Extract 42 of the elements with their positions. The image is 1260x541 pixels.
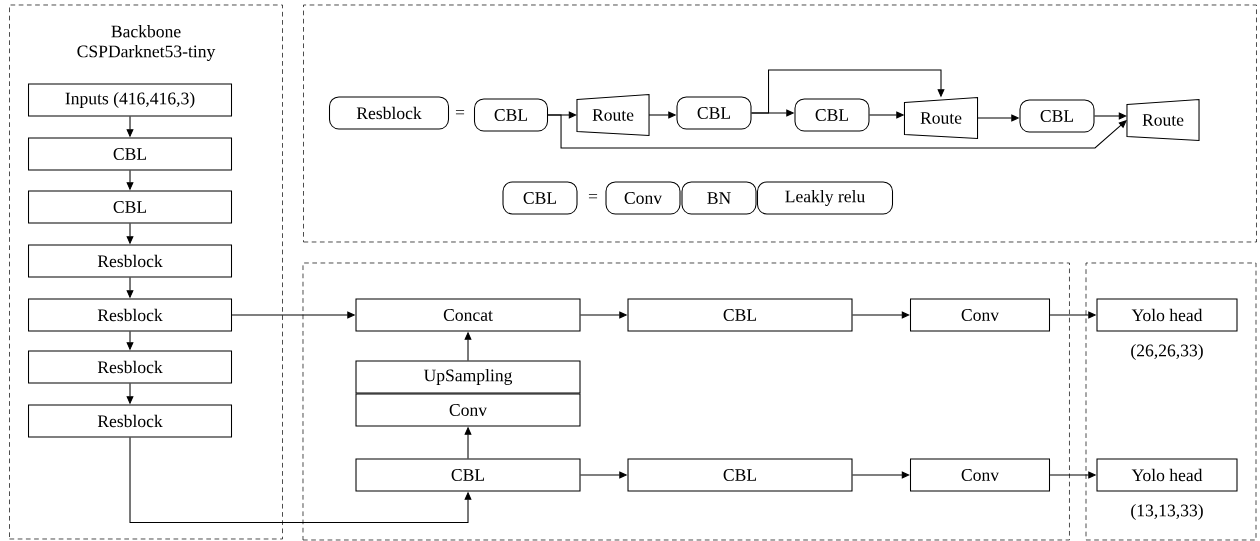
node-label: (13,13,33)	[1131, 504, 1203, 520]
block-box: CBL	[502, 181, 578, 215]
layer-box: Resblock	[28, 350, 233, 384]
equals-sign: =	[455, 110, 465, 115]
route-trapezoid: Route	[903, 96, 979, 140]
layer-box: Conv	[909, 458, 1051, 492]
arrow	[852, 311, 910, 319]
route-trapezoid: Route	[1126, 98, 1200, 142]
dashed-panel	[1085, 262, 1257, 541]
layer-box: Resblock	[28, 244, 233, 278]
layer-box: Inputs (416,416,3)	[28, 83, 233, 117]
block-box: CBL	[676, 96, 752, 130]
layer-box: Concat	[355, 298, 581, 332]
block-box: BN	[681, 181, 757, 215]
block-box: Conv	[605, 181, 681, 215]
equals-sign: =	[588, 194, 598, 199]
arrow	[751, 69, 945, 114]
block-box: Resblock	[329, 96, 450, 130]
layer-box: CBL	[28, 137, 233, 171]
block-box: CBL	[794, 98, 870, 132]
layer-box: Resblock	[28, 404, 233, 438]
dashed-panel	[302, 262, 1070, 541]
arrow	[1094, 112, 1127, 120]
dashed-panel	[303, 4, 1257, 243]
layer-box: Resblock	[28, 298, 233, 332]
layer-box: CBL	[28, 190, 233, 224]
block-box: CBL	[1019, 99, 1095, 133]
arrow	[129, 437, 472, 524]
layer-box: CBL	[627, 298, 853, 332]
layer-box: Yolo head	[1096, 298, 1238, 332]
layer-box: CBL	[355, 458, 581, 492]
layer-box: Conv	[355, 393, 581, 427]
route-trapezoid: Route	[576, 93, 650, 137]
node-label: (26,26,33)	[1131, 344, 1203, 360]
block-box: Leakly relu	[756, 181, 894, 215]
layer-box: Yolo head	[1096, 458, 1238, 492]
arrow	[547, 114, 1127, 149]
layer-box: CBL	[627, 458, 853, 492]
block-box: CBL	[474, 98, 549, 132]
layer-box: UpSampling	[355, 360, 581, 394]
arrow	[852, 471, 910, 479]
layer-box: Conv	[909, 298, 1051, 332]
